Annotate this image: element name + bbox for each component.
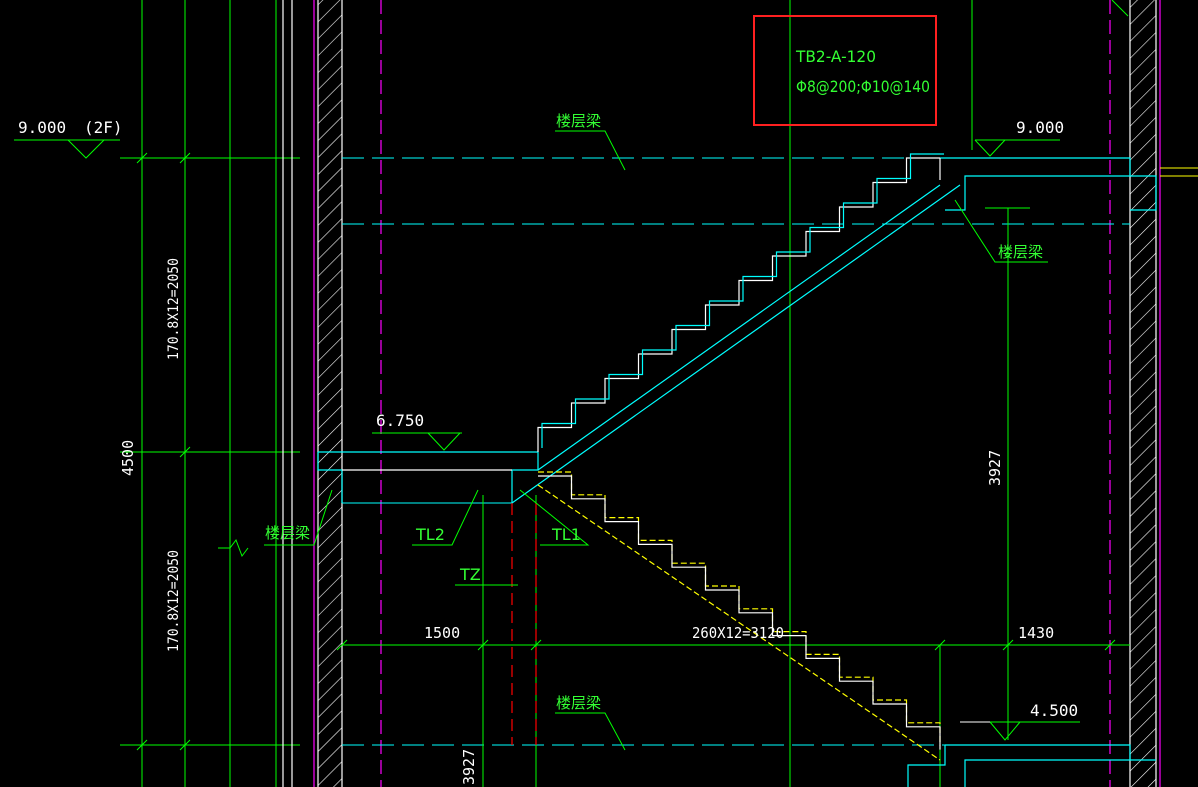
annotation-line-2: Φ8@200;Φ10@140 — [796, 77, 930, 96]
dim-landing-width: 1500 — [424, 624, 460, 642]
floor-tag: (2F) — [84, 118, 123, 137]
label-floor-beam-right: 楼层梁 — [998, 243, 1043, 261]
green-reference-lines — [336, 0, 1198, 787]
floor-beam-lines — [342, 157, 1130, 746]
lower-flight — [537, 471, 941, 761]
right-wall — [1129, 0, 1157, 787]
axis-lines-magenta — [313, 0, 1161, 787]
level-markers — [14, 139, 1080, 741]
label-tl1: TL1 — [551, 525, 581, 544]
dim-right-landing: 1430 — [1018, 624, 1054, 642]
bottom-landing-slab — [907, 744, 1156, 787]
dim-lower-flight-height: 170.8X12=2050 — [166, 550, 182, 652]
leader-lines — [264, 130, 1048, 751]
dim-bottom-vertical: 3927 — [460, 749, 478, 785]
level-6750: 6.750 — [376, 411, 424, 430]
level-9-right: 9.000 — [1016, 118, 1064, 137]
annotation-line-1: TB2-A-120 — [795, 47, 876, 66]
label-floor-beam-left: 楼层梁 — [265, 524, 310, 542]
dim-right-vertical: 3927 — [986, 450, 1004, 486]
label-floor-beam-bottom: 楼层梁 — [556, 694, 601, 712]
dim-upper-flight-height: 170.8X12=2050 — [166, 258, 182, 360]
tz-column — [511, 503, 537, 745]
upper-flight — [511, 153, 961, 504]
dim-total-height: 4500 — [119, 440, 137, 476]
label-tl2: TL2 — [415, 525, 445, 544]
label-floor-beam-top: 楼层梁 — [556, 112, 601, 130]
level-9-left: 9.000 — [18, 118, 66, 137]
level-4500: 4.500 — [1030, 701, 1078, 720]
dim-flight-run: 260X12=3120 — [692, 624, 784, 642]
highlight-box[interactable] — [753, 15, 937, 126]
left-white-axis — [282, 0, 293, 787]
left-dimension-lines — [120, 0, 300, 787]
left-wall — [317, 0, 343, 787]
label-tz: TZ — [459, 565, 481, 584]
